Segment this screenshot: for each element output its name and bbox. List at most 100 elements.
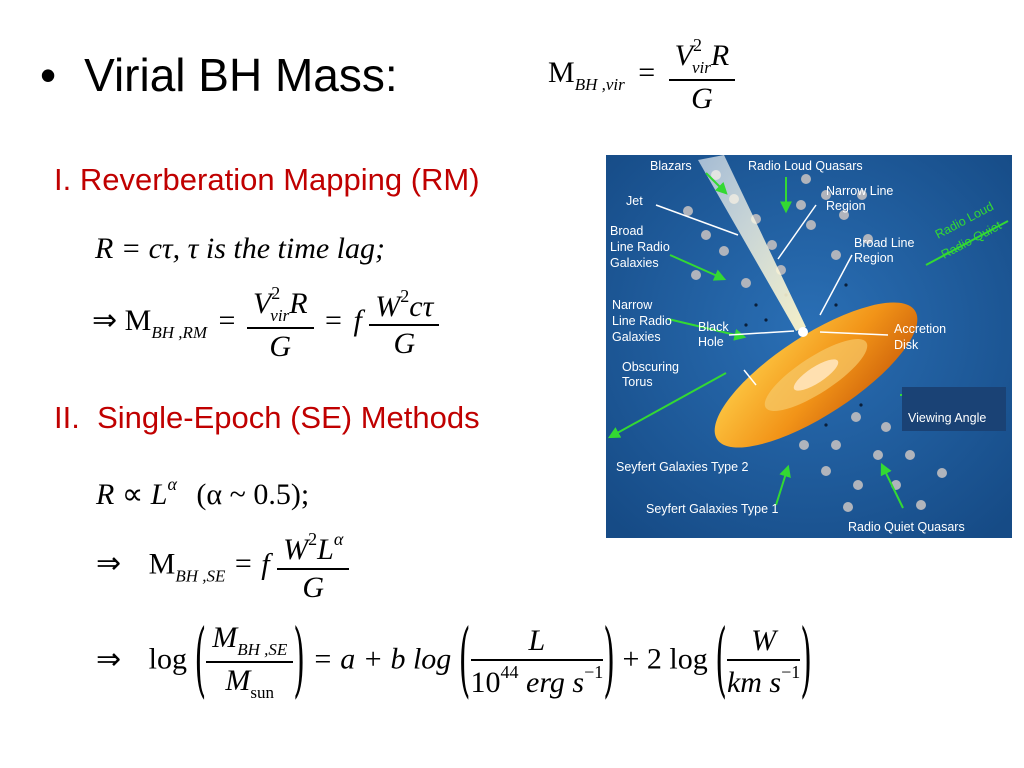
s2-eq3-f3-unit-sup: −1 (781, 661, 801, 682)
s2-eq3-frac3: W km s−1 (726, 625, 801, 699)
s2-eq3-f2-num: L (470, 625, 604, 661)
s2-eq3-rparen2: ) (603, 614, 615, 710)
s1-f2-sup: 2 (400, 285, 410, 306)
s1-f2-w: W (375, 289, 401, 323)
green-arrows (607, 172, 945, 509)
black-hole-glow (798, 327, 808, 337)
s2-eq1-prop: ∝ (121, 478, 144, 511)
section1-eq2-lhs-sub: BH ,RM (151, 323, 208, 343)
label-viewing-angle: Viewing Angle (908, 411, 986, 425)
s2-eq2-f: f (261, 547, 270, 581)
s2-eq2-sup2: α (333, 529, 344, 549)
section1-eq2-lhs: M (124, 304, 152, 338)
virial-num-sup: 2 (692, 35, 702, 55)
section1-eq2-eq2: = (325, 304, 342, 338)
s2-eq2-sup: 2 (308, 529, 318, 549)
s2-eq2-lhs: M (148, 547, 176, 581)
label-nlr-2: Region (826, 199, 866, 213)
s1-f1-den: G (269, 329, 292, 363)
section1-eq2: ⇒ MBH ,RM = V2virR G = f W2cτ G (92, 284, 440, 363)
s2-eq3-lparen1: ( (194, 614, 207, 710)
virial-equation: MBH ,vir = V2virR G (548, 35, 736, 115)
section1-number: I. (54, 162, 72, 197)
s2-eq2-eq: = (234, 547, 252, 581)
section2-eq1: R ∝ Lα (α ~ 0.5); (96, 474, 309, 512)
label-nlrg-2: Line Radio (612, 314, 672, 328)
label-ad-2: Disk (894, 338, 919, 352)
label-rqq: Radio Quiet Quasars (848, 520, 965, 534)
s2-eq3-f1-den: M (225, 663, 251, 697)
section1-eq2-arrow: ⇒ (92, 304, 118, 338)
slide-title: •Virial BH Mass: (40, 48, 398, 102)
label-blr-2: Region (854, 251, 894, 265)
section2-number: II. (54, 400, 80, 435)
s2-eq2-frac: W2Lα G (277, 529, 350, 604)
section1-eq2-eq: = (218, 304, 236, 338)
label-blrg-1: Broad (610, 224, 643, 238)
s2-eq1-l: L (150, 478, 168, 511)
s1-f1-sub: vir (270, 306, 290, 325)
label-bh-2: Hole (698, 335, 724, 349)
label-seyfert-1: Seyfert Galaxies Type 1 (646, 502, 779, 516)
s2-eq3-f1-num: M (212, 621, 238, 654)
section2-eq3: ⇒ log ( MBH ,SE Msun ) = a + b log ( L 1… (96, 615, 812, 710)
white-leader-lines (655, 204, 889, 386)
label-nlrg-1: Narrow (612, 298, 653, 312)
section1-eq2-f: f (353, 304, 362, 338)
s2-eq3-f2-base: 10 (470, 665, 501, 699)
virial-eq: = (638, 56, 656, 90)
label-nlrg-3: Galaxies (612, 330, 661, 344)
s2-eq3-rparen1: ) (293, 614, 305, 710)
s2-eq3-lparen3: ( (715, 614, 727, 710)
section2-eq2: ⇒ MBH ,SE = f W2Lα G (96, 529, 350, 604)
section2-heading: II. Single-Epoch (SE) Methods (54, 400, 480, 436)
s1-f1-v: V (252, 287, 272, 320)
s2-eq3-lparen2: ( (458, 614, 471, 710)
s2-eq2-lhs-sub: BH ,SE (175, 566, 226, 586)
s1-f2-den: G (393, 327, 416, 361)
s2-eq1-rest: (α ~ 0.5); (196, 478, 310, 511)
label-jet: Jet (626, 194, 643, 208)
label-nlr-1: Narrow Line (826, 184, 893, 198)
s2-eq3-rparen3: ) (800, 614, 812, 710)
s2-eq3-frac2: L 1044 erg s−1 (470, 625, 604, 699)
s2-eq2-arrow: ⇒ (96, 547, 122, 581)
virial-den: G (691, 81, 713, 115)
s2-eq3-f3-num: W (726, 625, 801, 661)
s2-eq1-sup: α (167, 474, 177, 494)
section1-heading: I. Reverberation Mapping (RM) (54, 162, 480, 198)
section2-title: Single-Epoch (SE) Methods (97, 400, 480, 435)
s1-f1-r: R (289, 287, 308, 320)
s1-f2-rest: cτ (409, 289, 434, 323)
torus-shape (714, 302, 918, 448)
section1-title: Reverberation Mapping (RM) (79, 162, 480, 197)
virial-fraction: V2virR G (668, 35, 736, 115)
s2-eq3-f2-sup: 44 (500, 661, 519, 682)
s2-eq2-den: G (302, 570, 325, 604)
label-blrg-3: Galaxies (610, 256, 659, 270)
agn-diagram-svg: Blazars Radio Loud Quasars Jet Narrow Li… (606, 155, 1012, 538)
title-text: Virial BH Mass: (84, 49, 398, 101)
label-seyfert-2: Seyfert Galaxies Type 2 (616, 460, 749, 474)
section1-eq1: R = cτ, τ is the time lag; (95, 232, 385, 265)
virial-num-v: V (674, 39, 693, 72)
s2-eq3-f3-unit: km s (726, 665, 782, 699)
s2-eq3-log: log (148, 642, 187, 676)
s2-eq3-plus: + 2 log (622, 642, 708, 676)
s2-eq3-f2-unit-sup: −1 (584, 661, 604, 682)
s2-eq2-l: L (317, 533, 334, 566)
label-ad-1: Accretion (894, 322, 946, 336)
section1-eq2-frac1: V2virR G (246, 284, 314, 363)
s2-eq3-f1-num-sub: BH ,SE (237, 640, 288, 659)
s2-eq1-r: R (96, 478, 115, 511)
radio-divider (925, 220, 1009, 266)
jet-shape (698, 155, 806, 331)
label-blr-1: Broad Line (854, 236, 915, 250)
virial-num-r: R (710, 39, 730, 72)
virial-lhs: M (548, 56, 575, 90)
viewing-angle-box (902, 387, 1006, 431)
label-radio-loud-quasars: Radio Loud Quasars (748, 159, 863, 173)
s2-eq3-f2-unit: erg s (526, 665, 585, 699)
label-torus-1: Obscuring (622, 360, 679, 374)
s2-eq3-frac1: MBH ,SE Msun (206, 621, 294, 702)
